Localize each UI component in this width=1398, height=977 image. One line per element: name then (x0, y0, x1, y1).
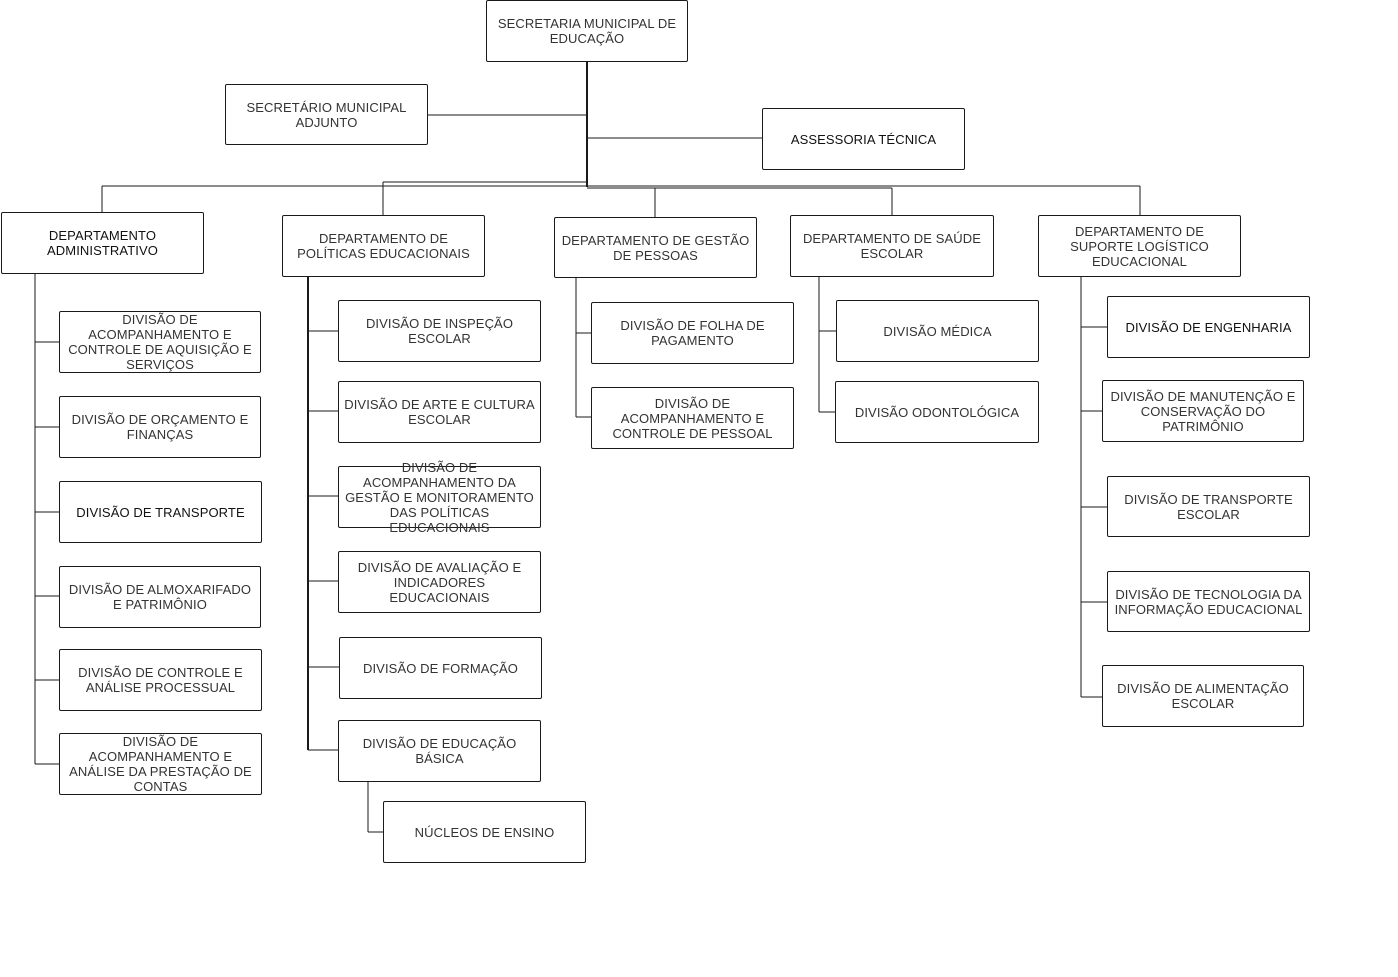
division-label: DIVISÃO DE ARTE E CULTURA ESCOLAR (344, 397, 535, 427)
adjunto-node-label: SECRETÁRIO MUNICIPAL ADJUNTO (246, 99, 407, 130)
department-node: DEPARTAMENTO DE GESTÃO DE PESSOAS (554, 217, 757, 278)
division-node: DIVISÃO DE ORÇAMENTO E FINANÇAS (59, 396, 261, 458)
adjunto-node: SECRETÁRIO MUNICIPAL ADJUNTO (225, 84, 428, 145)
division-label: DIVISÃO DE ALIMENTAÇÃO ESCOLAR (1117, 681, 1289, 711)
division-node: DIVISÃO MÉDICA (836, 300, 1039, 362)
division-label: DIVISÃO DE TRANSPORTE ESCOLAR (1124, 491, 1293, 522)
division-node: DIVISÃO DE MANUTENÇÃO E CONSERVAÇÃO DO P… (1102, 380, 1304, 442)
division-label: DIVISÃO DE AVALIAÇÃO E INDICADORES EDUCA… (357, 559, 522, 605)
division-label: DIVISÃO DE ORÇAMENTO E FINANÇAS (71, 412, 249, 442)
department-node: DEPARTAMENTO ADMINISTRATIVO (1, 212, 204, 274)
division-label: DIVISÃO DE ACOMPANHAMENTO E CONTROLE DE … (68, 312, 252, 372)
division-label: DIVISÃO DE INSPEÇÃO ESCOLAR (365, 316, 514, 346)
division-label: DIVISÃO DE TECNOLOGIA DA INFORMAÇÃO EDUC… (1114, 586, 1303, 617)
division-node: DIVISÃO DE INSPEÇÃO ESCOLAR (338, 300, 541, 362)
assessoria-node-label: ASSESSORIA TÉCNICA (790, 131, 937, 147)
division-node: DIVISÃO DE ACOMPANHAMENTO E CONTROLE DE … (591, 387, 794, 449)
division-node: DIVISÃO ODONTOLÓGICA (835, 381, 1039, 443)
division-node: DIVISÃO DE ALMOXARIFADO E PATRIMÔNIO (59, 566, 261, 628)
division-node: DIVISÃO DE TRANSPORTE ESCOLAR (1107, 476, 1310, 537)
division-node: DIVISÃO DE ENGENHARIA (1107, 296, 1310, 358)
department-label: DEPARTAMENTO ADMINISTRATIVO (47, 228, 158, 258)
root-node-label: SECRETARIA MUNICIPAL DE EDUCAÇÃO (497, 16, 677, 46)
division-node: DIVISÃO DE ACOMPANHAMENTO E ANÁLISE DA P… (59, 733, 262, 795)
division-node: DIVISÃO DE EDUCAÇÃO BÁSICA (338, 720, 541, 782)
division-node: DIVISÃO DE ALIMENTAÇÃO ESCOLAR (1102, 665, 1304, 727)
division-node: DIVISÃO DE FORMAÇÃO (339, 637, 542, 699)
division-label: DIVISÃO DE FOLHA DE PAGAMENTO (620, 318, 765, 348)
department-label: DEPARTAMENTO DE POLÍTICAS EDUCACIONAIS (297, 231, 470, 261)
division-label: DIVISÃO DE ENGENHARIA (1125, 319, 1292, 335)
root-node: SECRETARIA MUNICIPAL DE EDUCAÇÃO (486, 0, 688, 62)
division-node: DIVISÃO DE TECNOLOGIA DA INFORMAÇÃO EDUC… (1107, 571, 1310, 632)
sub-unit-node: NÚCLEOS DE ENSINO (383, 801, 586, 863)
division-label: DIVISÃO DE ACOMPANHAMENTO E ANÁLISE DA P… (69, 734, 252, 794)
division-label: DIVISÃO DE MANUTENÇÃO E CONSERVAÇÃO DO P… (1110, 388, 1296, 434)
division-node: DIVISÃO DE TRANSPORTE (59, 481, 262, 543)
division-node: DIVISÃO DE ACOMPANHAMENTO E CONTROLE DE … (59, 311, 261, 373)
department-node: DEPARTAMENTO DE SUPORTE LOGÍSTICO EDUCAC… (1038, 215, 1241, 277)
division-label: DIVISÃO DE ACOMPANHAMENTO DA GESTÃO E MO… (345, 459, 534, 535)
division-node: DIVISÃO DE FOLHA DE PAGAMENTO (591, 302, 794, 364)
department-label: DEPARTAMENTO DE GESTÃO DE PESSOAS (561, 232, 750, 263)
division-label: DIVISÃO MÉDICA (883, 323, 992, 339)
division-label: DIVISÃO DE CONTROLE E ANÁLISE PROCESSUAL (78, 665, 243, 695)
division-label: DIVISÃO DE ACOMPANHAMENTO E CONTROLE DE … (612, 395, 773, 441)
division-node: DIVISÃO DE ARTE E CULTURA ESCOLAR (338, 381, 541, 443)
division-label: DIVISÃO ODONTOLÓGICA (854, 404, 1020, 420)
department-label: DEPARTAMENTO DE SAÚDE ESCOLAR (802, 231, 982, 261)
division-label: DIVISÃO DE ALMOXARIFADO E PATRIMÔNIO (68, 582, 252, 612)
division-label: DIVISÃO DE TRANSPORTE (76, 504, 245, 520)
division-node: DIVISÃO DE ACOMPANHAMENTO DA GESTÃO E MO… (338, 460, 541, 535)
department-node: DEPARTAMENTO DE SAÚDE ESCOLAR (790, 215, 994, 277)
assessoria-node: ASSESSORIA TÉCNICA (762, 108, 965, 170)
division-label: DIVISÃO DE EDUCAÇÃO BÁSICA (362, 736, 517, 766)
department-label: DEPARTAMENTO DE SUPORTE LOGÍSTICO EDUCAC… (1070, 223, 1209, 269)
division-node: DIVISÃO DE CONTROLE E ANÁLISE PROCESSUAL (59, 649, 262, 711)
division-node: DIVISÃO DE AVALIAÇÃO E INDICADORES EDUCA… (338, 551, 541, 613)
division-label: DIVISÃO DE FORMAÇÃO (362, 660, 519, 676)
sub-unit-label: NÚCLEOS DE ENSINO (414, 824, 555, 840)
department-node: DEPARTAMENTO DE POLÍTICAS EDUCACIONAIS (282, 215, 485, 277)
